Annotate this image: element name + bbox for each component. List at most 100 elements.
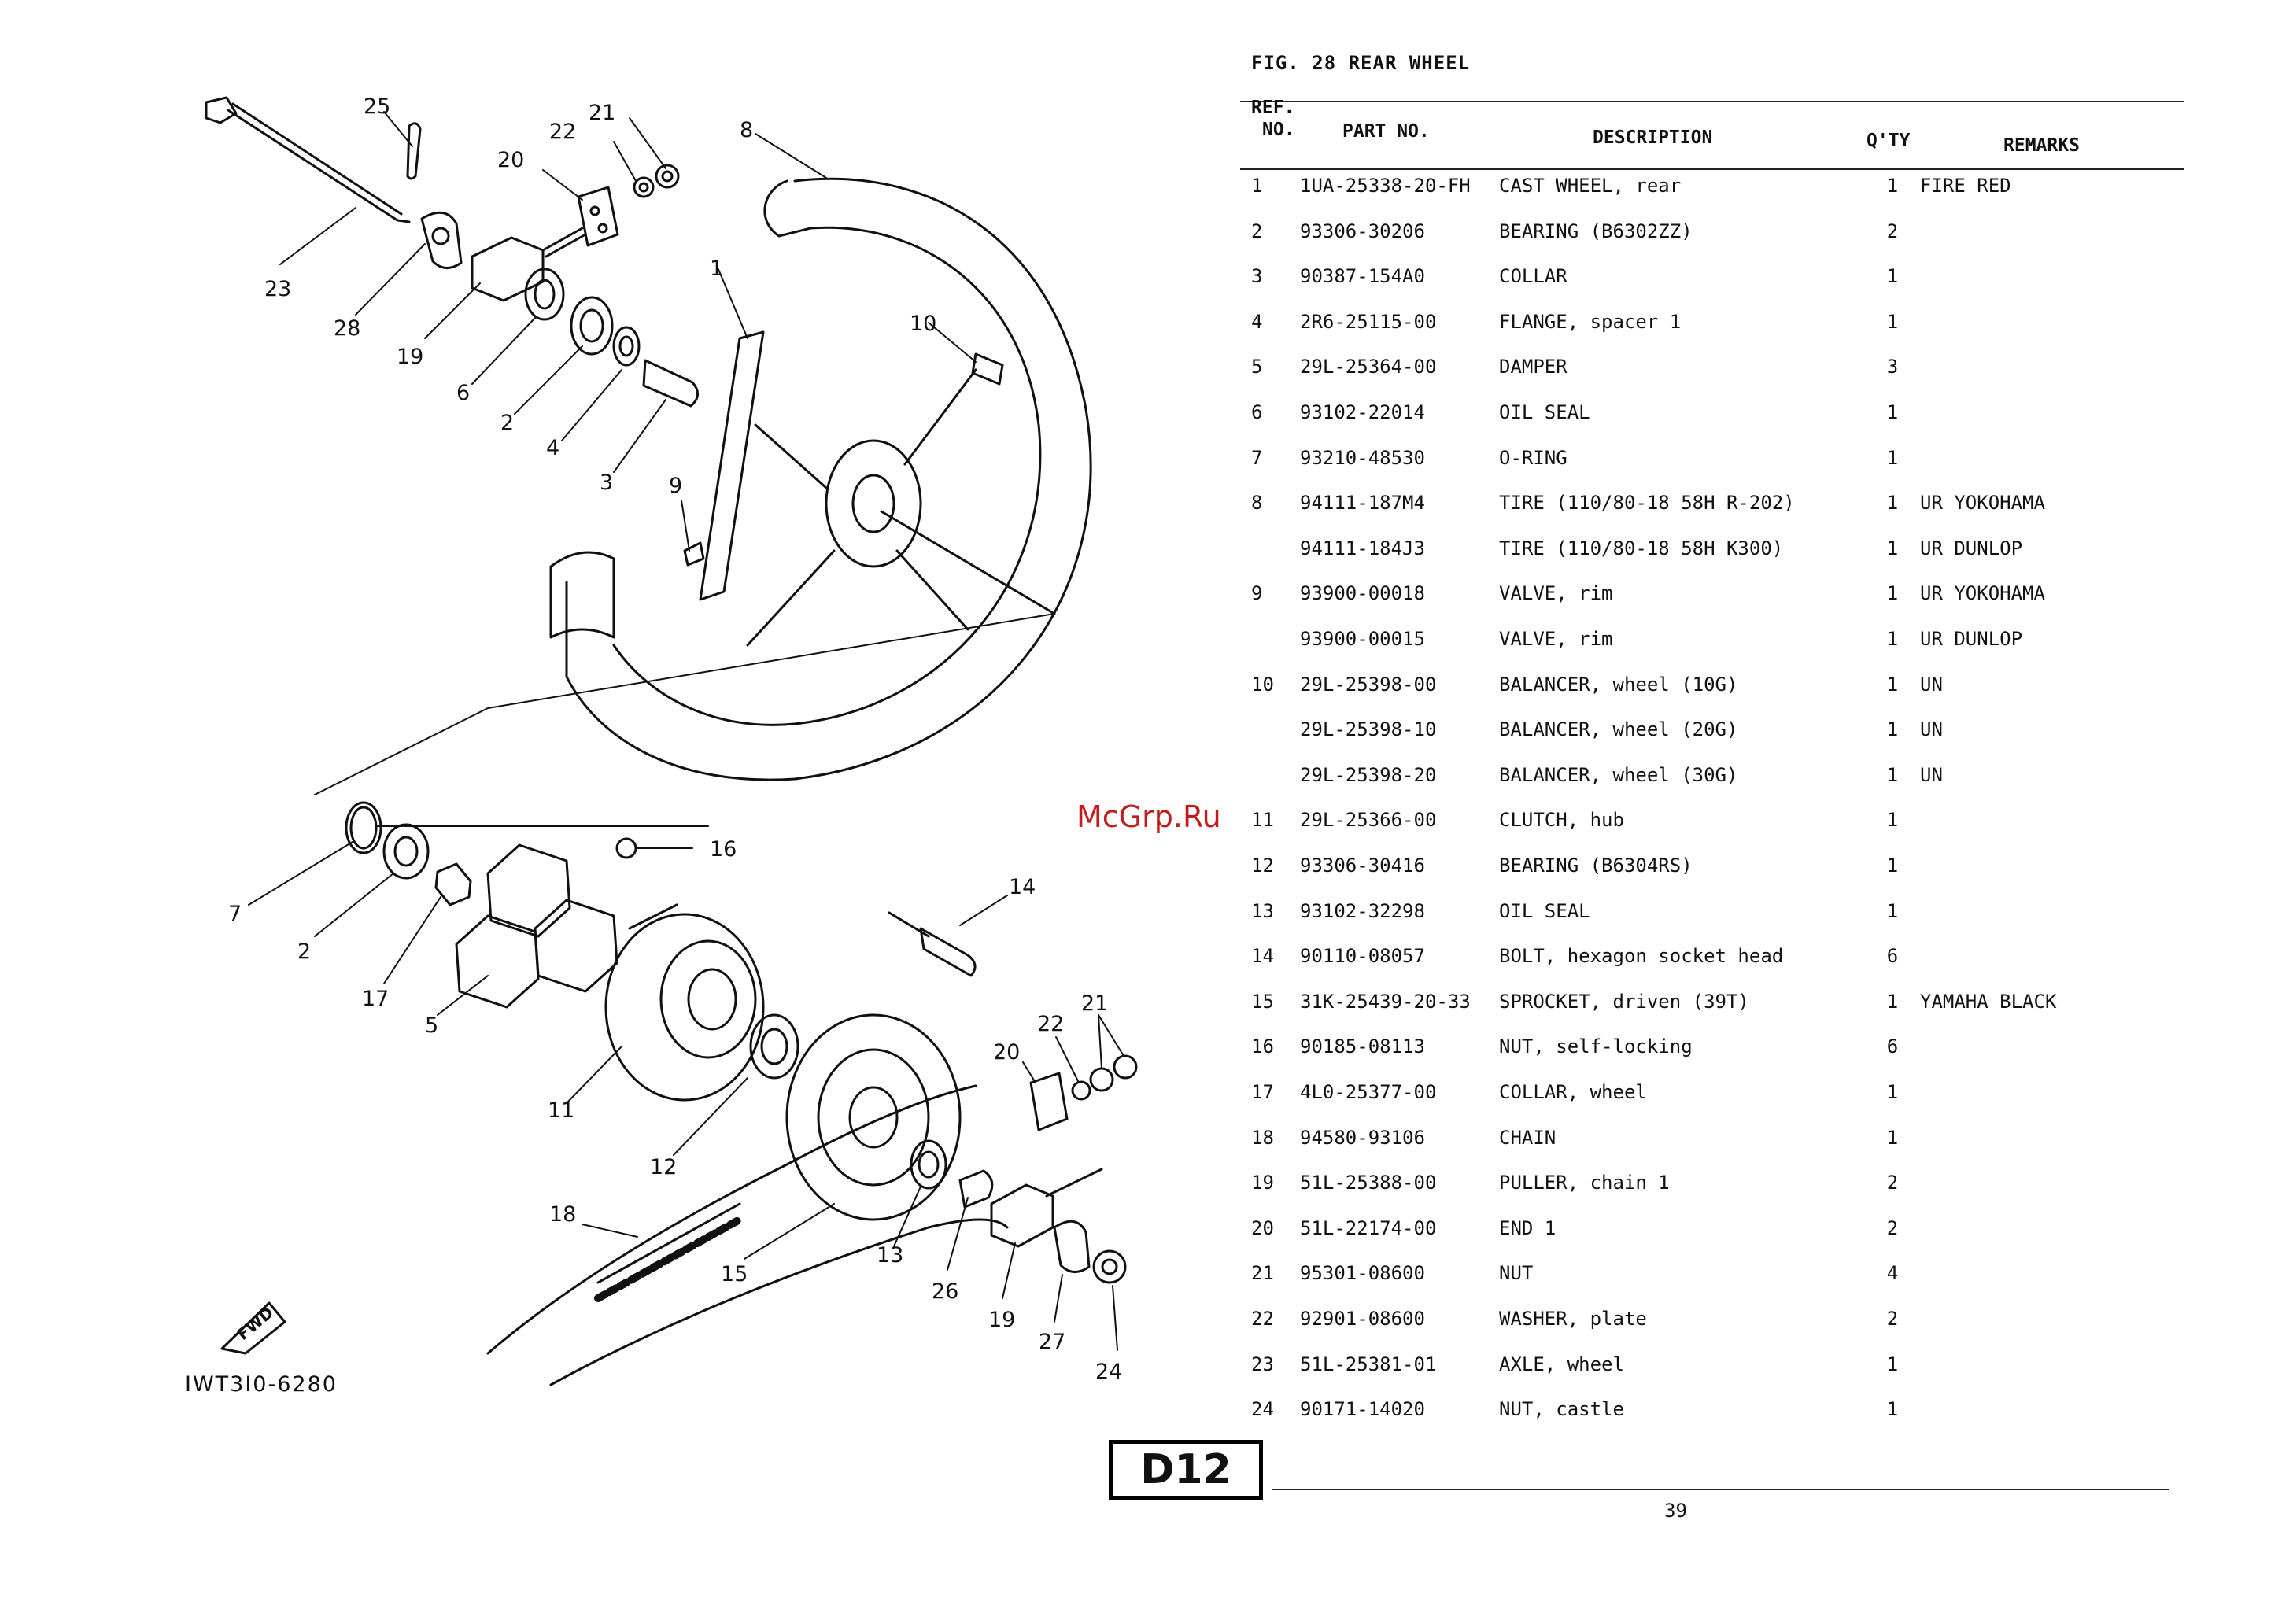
- clutch-hub-part: [604, 903, 765, 1102]
- callout-7: 7: [228, 902, 242, 926]
- ref-cell: 11: [1251, 809, 1274, 832]
- qty-cell: 1: [1886, 718, 1899, 741]
- ref-no-header-line2: NO.: [1262, 120, 1295, 140]
- figure-title: FIG. 28 REAR WHEEL: [1251, 52, 1471, 74]
- qty-cell: 1: [1886, 1353, 1899, 1375]
- qty-cell: 1: [1886, 1126, 1899, 1149]
- qty-header: Q'TY: [1867, 131, 1911, 151]
- part-no-cell: 29L-25398-20: [1300, 763, 1437, 786]
- description-cell: BALANCER, wheel (30G): [1499, 763, 1738, 786]
- part-no-cell: 93900-00015: [1300, 628, 1425, 650]
- qty-cell: 1: [1886, 990, 1899, 1013]
- callout-22-lower: 22: [1037, 1012, 1064, 1036]
- qty-cell: 6: [1886, 945, 1899, 968]
- remarks-cell: FIRE RED: [1920, 175, 2011, 197]
- qty-cell: 1: [1886, 673, 1899, 696]
- description-cell: NUT, self-locking: [1499, 1035, 1693, 1058]
- callout-19-top: 19: [397, 345, 423, 369]
- ref-cell: 3: [1251, 265, 1263, 288]
- description-cell: VALVE, rim: [1499, 628, 1613, 650]
- part-no-cell: 93306-30416: [1300, 854, 1425, 877]
- header-bottom-rule: [1240, 168, 2184, 170]
- ref-cell: 20: [1251, 1216, 1274, 1239]
- header-top-rule: [1240, 101, 2184, 102]
- callout-4: 4: [546, 436, 559, 460]
- callout-25: 25: [364, 94, 390, 119]
- callout-6: 6: [456, 381, 470, 405]
- description-cell: OIL SEAL: [1499, 899, 1590, 922]
- part-no-cell: 90171-14020: [1300, 1398, 1425, 1421]
- ref-cell: 5: [1251, 356, 1263, 378]
- part-no-cell: 31K-25439-20-33: [1300, 990, 1471, 1013]
- ref-cell: 15: [1251, 990, 1274, 1013]
- part-no-cell: 90387-154A0: [1300, 265, 1425, 288]
- qty-cell: 1: [1886, 310, 1899, 333]
- part-no-cell: 2R6-25115-00: [1300, 310, 1437, 333]
- callout-2-lower: 2: [297, 939, 311, 964]
- description-cell: CHAIN: [1499, 1126, 1556, 1149]
- callout-17: 17: [362, 987, 389, 1011]
- part-no-cell: 93306-30206: [1300, 220, 1425, 242]
- description-cell: NUT: [1499, 1262, 1534, 1285]
- callout-18: 18: [549, 1202, 576, 1227]
- callout-12: 12: [650, 1155, 677, 1179]
- qty-cell: 1: [1886, 492, 1899, 515]
- description-cell: BALANCER, wheel (10G): [1499, 673, 1738, 696]
- part-no-cell: 90110-08057: [1300, 945, 1425, 968]
- remarks-cell: UR YOKOHAMA: [1920, 582, 2045, 605]
- description-cell: BEARING (B6304RS): [1499, 854, 1693, 877]
- part-no-cell: 93900-00018: [1300, 582, 1425, 605]
- adjuster-plate-part: [420, 211, 463, 269]
- part-no-cell: 93102-22014: [1300, 401, 1425, 423]
- part-no-cell: 29L-25398-10: [1300, 718, 1437, 741]
- part-no-cell: 29L-25398-00: [1300, 673, 1437, 696]
- callout-5: 5: [425, 1013, 438, 1038]
- part-no-cell: 94111-184J3: [1300, 537, 1425, 559]
- ref-cell: 17: [1251, 1081, 1274, 1103]
- callout-14: 14: [1009, 875, 1036, 899]
- remarks-cell: YAMAHA BLACK: [1920, 990, 2057, 1013]
- description-cell: BALANCER, wheel (20G): [1499, 718, 1738, 741]
- callout-15: 15: [721, 1262, 748, 1286]
- qty-cell: 1: [1886, 446, 1899, 469]
- remarks-cell: UR DUNLOP: [1920, 628, 2023, 650]
- ref-cell: 16: [1251, 1035, 1274, 1058]
- part-no-cell: 29L-25364-00: [1300, 356, 1437, 378]
- callout-9: 9: [669, 474, 682, 498]
- callout-27: 27: [1039, 1330, 1065, 1354]
- description-cell: END 1: [1499, 1216, 1556, 1239]
- ref-cell: 8: [1251, 492, 1263, 515]
- description-cell: BEARING (B6302ZZ): [1499, 220, 1693, 242]
- cotter-pin-part: [406, 122, 422, 180]
- description-cell: OIL SEAL: [1499, 401, 1590, 423]
- rear-wheel-exploded-diagram: 25 21 22 20 8 23 28 19 6 1 10 2 4 3 9 16…: [205, 94, 1138, 1386]
- part-no-header: PART NO.: [1342, 121, 1430, 142]
- callout-11: 11: [548, 1098, 574, 1123]
- damper-parts: [455, 843, 618, 1009]
- ref-cell: 10: [1251, 673, 1274, 696]
- part-no-cell: 95301-08600: [1300, 1262, 1425, 1285]
- qty-cell: 1: [1886, 582, 1899, 605]
- part-no-cell: 29L-25366-00: [1300, 809, 1437, 832]
- collar-part: [642, 359, 699, 408]
- ref-cell: 12: [1251, 854, 1274, 877]
- part-no-cell: 51L-22174-00: [1300, 1216, 1437, 1239]
- qty-cell: 1: [1886, 401, 1899, 423]
